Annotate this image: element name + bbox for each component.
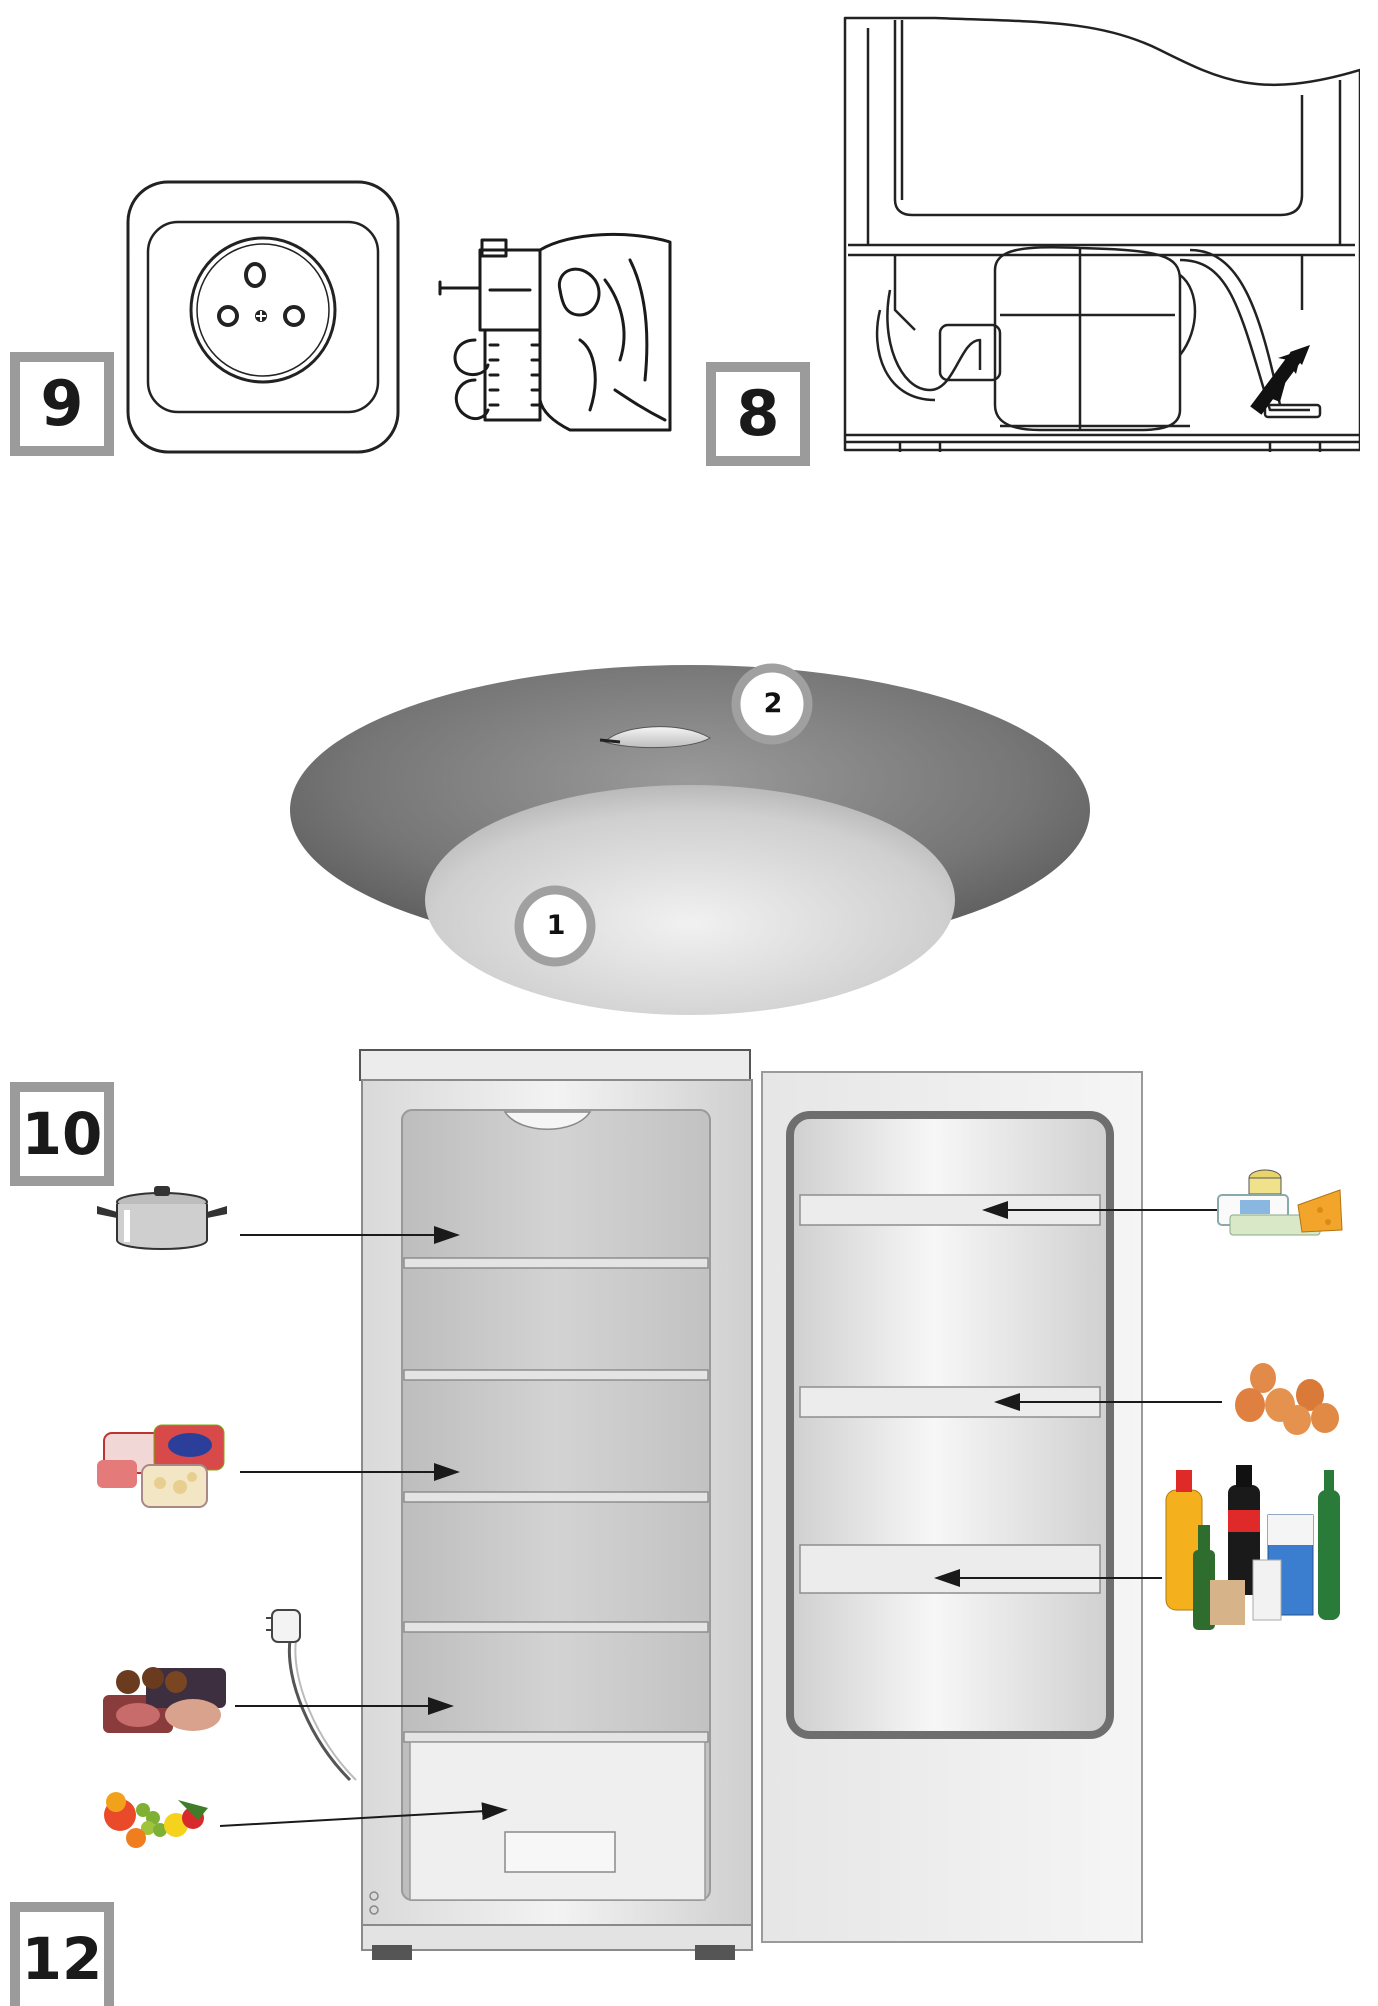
bottles-icon	[1165, 1465, 1340, 1630]
figure-number: 8	[736, 377, 780, 450]
figure-label-10: 10	[10, 1082, 114, 1186]
lamp-callout-label-1: 1	[546, 910, 566, 941]
figure-label-9: 9	[10, 352, 114, 456]
eggs-icon	[1235, 1363, 1339, 1435]
packaged-food-icon	[97, 1424, 225, 1508]
figure-number: 12	[21, 1925, 103, 1993]
hand-holding-plug-illustration	[438, 232, 672, 432]
fruit-vegetables-icon	[104, 1792, 208, 1848]
meat-icon	[103, 1667, 226, 1733]
arrow-icon	[1250, 345, 1310, 415]
cheese-butter-icon	[1217, 1169, 1343, 1236]
wall-socket-illustration	[126, 180, 400, 454]
refrigerator-storage-illustration	[219, 1049, 1222, 1960]
pot-icon	[97, 1186, 227, 1250]
lamp-cover-illustration	[290, 663, 1090, 1015]
figure-label-12: 12	[10, 1902, 114, 2006]
callout-1	[514, 885, 596, 967]
figure-number: 10	[21, 1100, 103, 1168]
lamp-callout-label-2: 2	[763, 688, 783, 719]
figure-label-8: 8	[706, 362, 810, 466]
callout-2	[731, 663, 813, 745]
figure-number: 9	[40, 367, 84, 440]
compressor-drain-illustration	[843, 16, 1360, 452]
power-plug-icon	[266, 1609, 301, 1643]
